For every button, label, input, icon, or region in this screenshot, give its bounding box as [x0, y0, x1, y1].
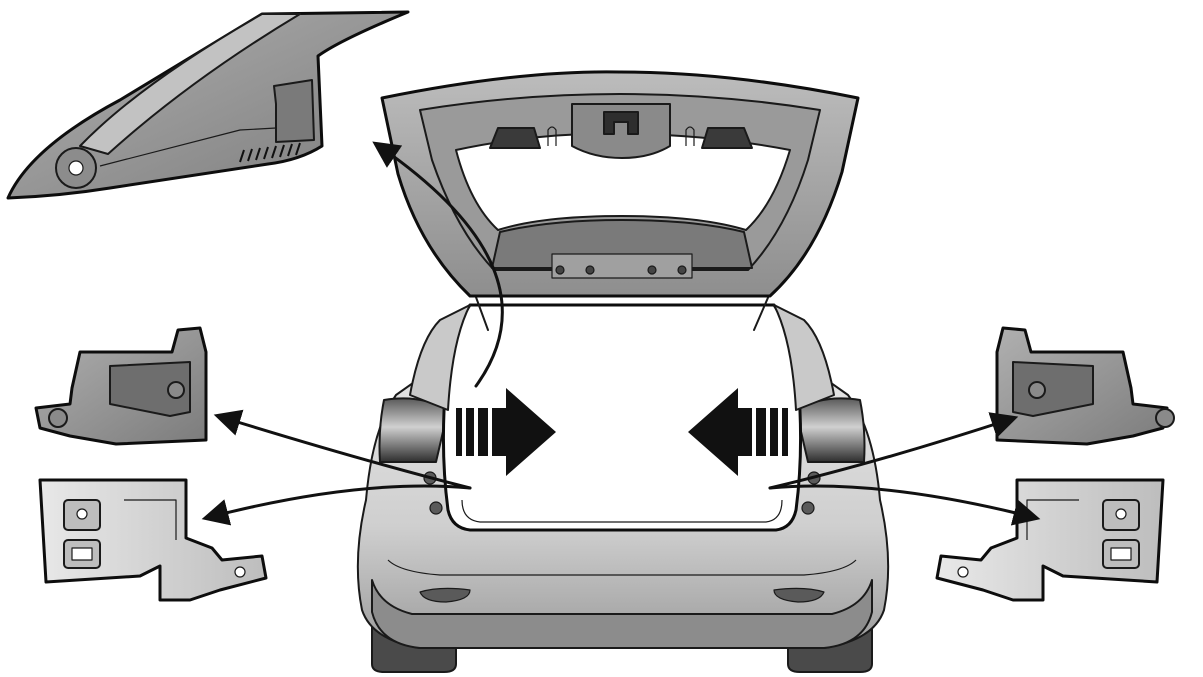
left-hinge-pocket [490, 128, 540, 148]
left-upper-insulator-block [36, 328, 206, 444]
tailgate-trim-panel [8, 12, 408, 198]
right-hinge-pocket [702, 128, 752, 148]
latch-screw-1 [556, 266, 564, 274]
tailgate-latch-strip [552, 254, 692, 278]
left-tail-lamp [380, 398, 449, 462]
left-bolt-hole-lower [430, 502, 442, 514]
right-upper-insulator-block [997, 328, 1174, 444]
latch-screw-4 [678, 266, 686, 274]
left-bracket-tab-hole [235, 567, 245, 577]
vehicle-rear-view [358, 72, 888, 672]
left-lower-bracket-panel [40, 480, 266, 600]
right-tail-lamp [796, 398, 865, 462]
right-bracket-tab-hole [958, 567, 968, 577]
right-lower-bracket-panel [937, 480, 1163, 600]
right-upper-block-hole-a [1029, 382, 1045, 398]
right-bolt-hole-lower [802, 502, 814, 514]
left-upper-block-hole-a [168, 382, 184, 398]
right-upper-block-hole-b [1156, 409, 1174, 427]
left-upper-block-hole-b [49, 409, 67, 427]
latch-screw-2 [586, 266, 594, 274]
latch-screw-3 [648, 266, 656, 274]
trim-panel-grommet-inner [69, 161, 83, 175]
